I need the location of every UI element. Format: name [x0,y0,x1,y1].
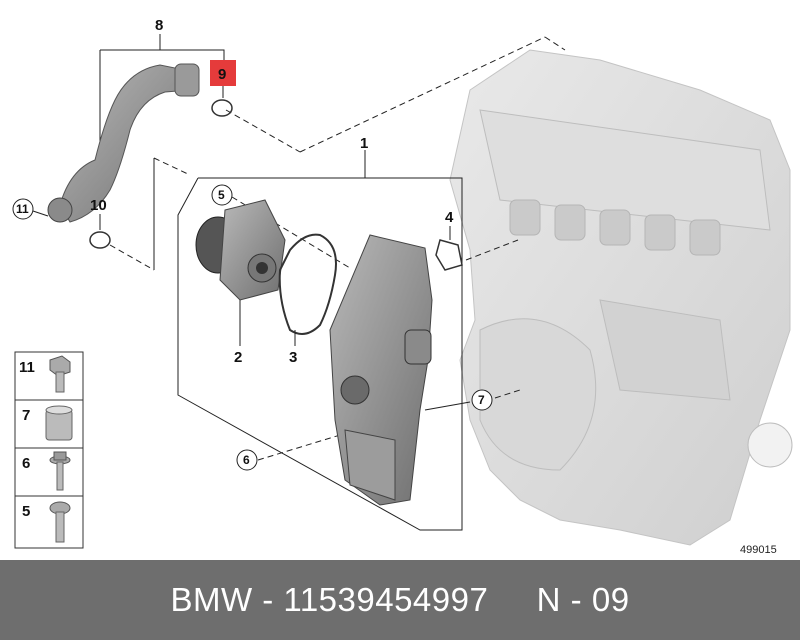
fastener-legend: 11 7 6 5 [14,351,84,549]
callout-5: 5 [218,188,225,202]
legend-row: 7 [22,405,73,441]
gasket-part-3[interactable] [278,233,337,335]
callout-11: 11 [16,202,29,216]
dowel-sleeve-icon [45,405,73,441]
callout-9: 9 [218,66,226,83]
callout-10: 10 [90,197,107,214]
torx-screw-icon [49,501,71,543]
gasket-part-4[interactable] [435,239,463,271]
callout-8: 8 [155,17,163,34]
callout-6: 6 [243,453,250,467]
flange-bolt-icon [49,451,71,491]
callout-2: 2 [234,349,242,366]
callout-1: 1 [360,135,368,152]
legend-row: 6 [22,451,71,491]
callout-7-badge: 7 [471,389,493,411]
part-number-footer: BMW - 11539454997 N - 09 [0,560,800,640]
legend-num: 5 [22,503,30,520]
callout-5-badge: 5 [211,184,233,206]
legend-row: 11 [19,355,71,393]
engine-block-illustration [449,49,793,546]
legend-num: 7 [22,407,30,424]
legend-row: 5 [22,501,71,543]
callout-11-badge: 11 [12,198,49,220]
o-ring-part-10[interactable] [89,231,111,249]
callout-4: 4 [445,209,454,226]
callout-6-badge: 6 [236,449,258,471]
callout-7: 7 [478,393,485,407]
o-ring-part-9[interactable] [211,99,233,117]
diagram-id: 499015 [740,544,777,556]
hex-bolt-icon [49,355,71,393]
footer-text: BMW - 11539454997 N - 09 [170,581,630,618]
highlight-box [210,60,236,86]
assembly-frame-lines [99,34,566,531]
pump-housing-part[interactable] [329,234,433,506]
water-pump-part[interactable] [195,199,286,301]
callout-3: 3 [289,349,297,366]
parts-diagram: 8 9 1 10 11 5 4 2 3 7 6 11 [12,17,793,556]
legend-num: 6 [22,455,30,472]
highlighted-callout-9[interactable]: 9 [210,60,236,86]
legend-num: 11 [19,359,35,376]
coolant-pipe-part[interactable] [47,63,200,223]
